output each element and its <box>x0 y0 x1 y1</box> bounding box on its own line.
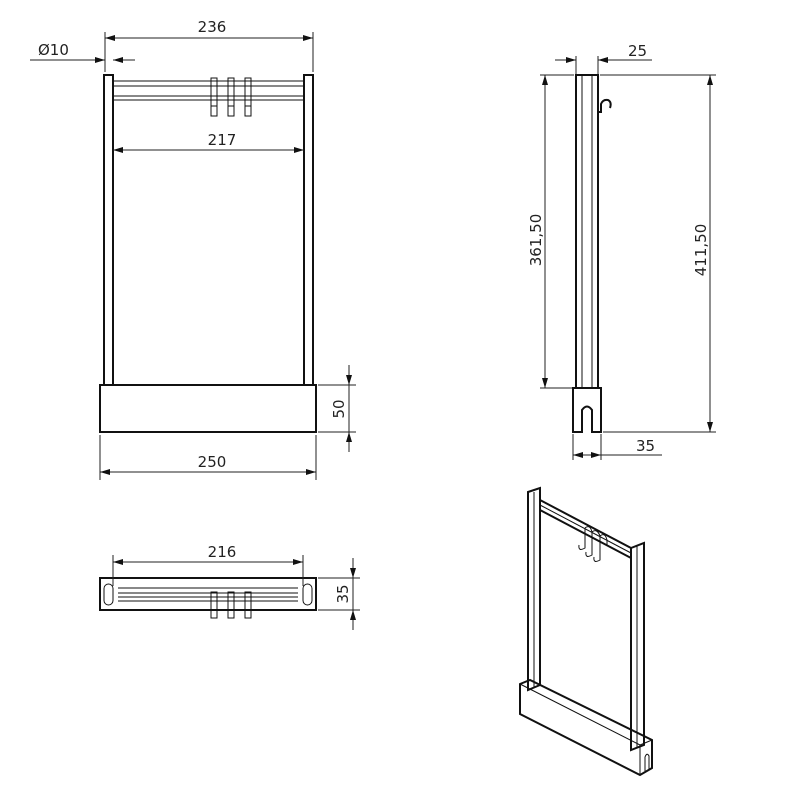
dim-overall-width: 236 <box>198 18 227 36</box>
isometric-view <box>519 486 653 777</box>
dim-total-height: 411,50 <box>692 224 710 277</box>
dim-base-height: 50 <box>330 399 348 418</box>
dim-base-width: 250 <box>198 453 227 471</box>
dim-depth: 25 <box>628 42 647 60</box>
dim-rail-length: 216 <box>208 543 237 561</box>
dim-diameter: Ø10 <box>38 41 69 59</box>
side-view: 25 361,50 411,50 35 <box>527 42 716 460</box>
dim-base-depth: 35 <box>636 437 655 455</box>
dim-top-depth: 35 <box>334 584 352 603</box>
dim-post-height: 361,50 <box>527 214 545 267</box>
dim-inner-width: 217 <box>208 131 237 149</box>
front-view: 236 Ø10 217 250 50 <box>30 18 356 480</box>
top-view: 216 35 <box>99 543 360 630</box>
hook-side <box>598 98 612 113</box>
hooks <box>210 77 252 117</box>
